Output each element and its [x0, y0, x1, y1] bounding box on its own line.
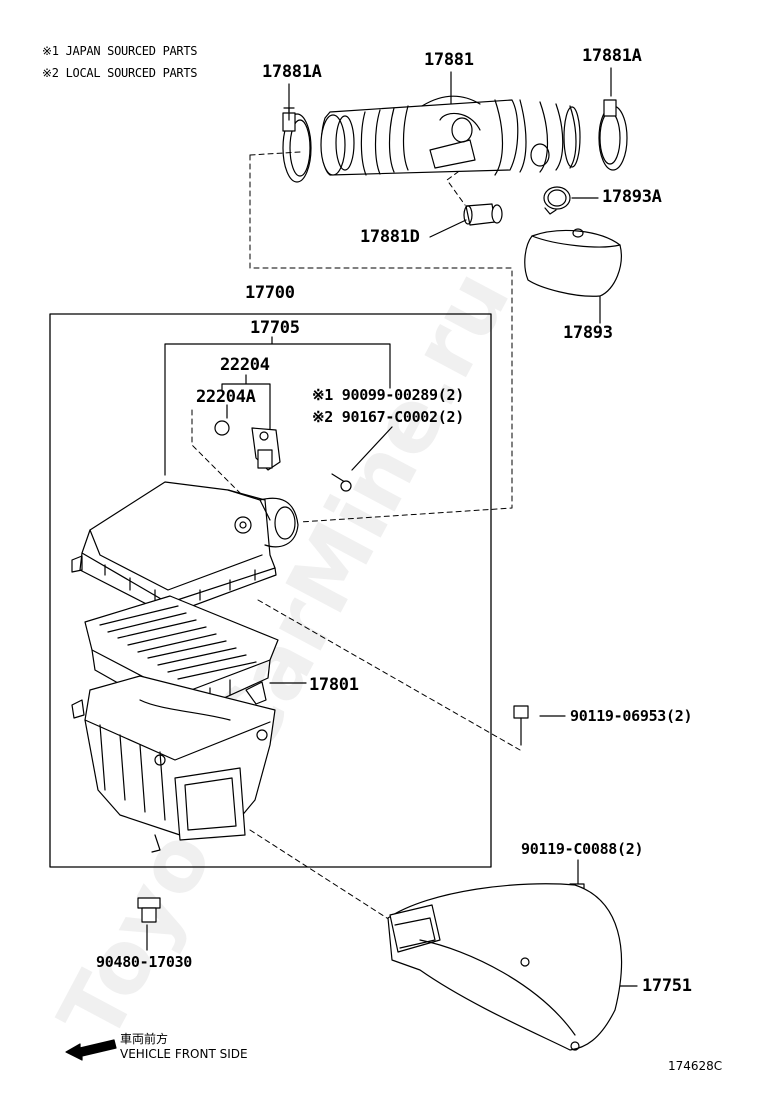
part-90119-06953[interactable]: 90119-06953(2): [570, 707, 693, 725]
note-2: ※2 LOCAL SOURCED PARTS: [42, 66, 198, 80]
note-1: ※1 JAPAN SOURCED PARTS: [42, 44, 198, 58]
part-17881A-right[interactable]: 17881A: [582, 46, 642, 66]
part-17881D[interactable]: 17881D: [360, 227, 420, 247]
note2-mark: ※2: [42, 66, 59, 80]
direction-jp: 車両前方: [120, 1032, 169, 1046]
part-17881A-left[interactable]: 17881A: [262, 62, 322, 82]
part-17881[interactable]: 17881: [424, 50, 474, 70]
part-17893[interactable]: 17893: [563, 323, 613, 343]
sensor-22204: [251, 427, 281, 471]
part-17801[interactable]: 17801: [309, 675, 359, 695]
front-arrow-icon: [65, 1039, 117, 1061]
note1-mark: ※1: [42, 44, 59, 58]
leader-screw: [351, 426, 393, 471]
air-cleaner-cap: [71, 481, 299, 616]
resonator-17893: [524, 228, 622, 297]
screw-90099: [331, 473, 352, 492]
part-90480-17030[interactable]: 90480-17030: [96, 953, 193, 971]
duct-17751: [387, 883, 623, 1051]
hose-17881: [320, 95, 581, 176]
part-90119-C0088[interactable]: 90119-C0088(2): [521, 840, 644, 858]
part-22204[interactable]: 22204: [220, 355, 270, 375]
clamp-17881A-right: [598, 99, 628, 171]
assembly-box-17700: [49, 313, 492, 868]
clamp-17893A: [543, 186, 571, 215]
part-90099-00289[interactable]: ※1 90099-00289(2): [312, 386, 464, 404]
fitting-17881D: [463, 203, 503, 226]
diagram-code: 174628C: [668, 1059, 723, 1073]
part-17705[interactable]: 17705: [250, 318, 300, 338]
part-17700[interactable]: 17700: [245, 283, 295, 303]
leader-17881D: [429, 219, 467, 238]
part-17751[interactable]: 17751: [642, 976, 692, 996]
note1-text: JAPAN SOURCED PARTS: [65, 44, 198, 58]
grommet-90480-17030: [137, 897, 161, 923]
bracket-17705: [164, 336, 391, 476]
bracket-22204: [221, 374, 271, 431]
bolt-90119-06953: [513, 705, 529, 746]
oring-22204A: [214, 420, 230, 436]
direction-en: VEHICLE FRONT SIDE: [120, 1047, 248, 1061]
note2-text: LOCAL SOURCED PARTS: [65, 66, 198, 80]
part-90167-C0002[interactable]: ※2 90167-C0002(2): [312, 408, 464, 426]
clamp-17881A-left: [282, 107, 312, 183]
part-17893A[interactable]: 17893A: [602, 187, 662, 207]
part-22204A[interactable]: 22204A: [196, 387, 256, 407]
air-cleaner-case: [71, 675, 276, 853]
